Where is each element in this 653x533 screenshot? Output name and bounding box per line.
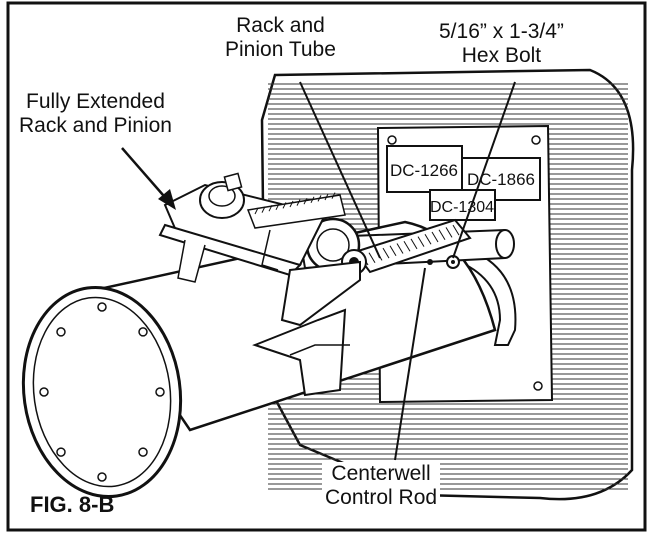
plate-label-dc1304: DC-1304 bbox=[429, 189, 496, 221]
callout-fully-extended-line1: Fully Extended bbox=[26, 90, 165, 113]
plate-label-dc1266: DC-1266 bbox=[386, 145, 463, 193]
svg-text:DC-1304: DC-1304 bbox=[430, 199, 494, 216]
callout-centerwell-line2: Control Rod bbox=[325, 486, 438, 509]
leader-lines bbox=[299, 81, 516, 461]
callout-rack-tube: Rack and Pinion Tube bbox=[222, 14, 339, 62]
svg-text:DC-1866: DC-1866 bbox=[467, 170, 535, 189]
figure-caption: FIG. 8-B bbox=[30, 492, 115, 517]
cylinder-end-cap bbox=[21, 285, 183, 499]
arrow-fully-extended bbox=[121, 147, 176, 210]
svg-text:DC-1266: DC-1266 bbox=[390, 161, 458, 180]
callout-hex-bolt-line2: Hex Bolt bbox=[461, 44, 542, 67]
callout-hex-bolt: 5/16” x 1-3/4” Hex Bolt bbox=[436, 20, 567, 68]
callout-centerwell: Centerwell Control Rod bbox=[322, 462, 441, 510]
plate-label-dc1866: DC-1866 bbox=[461, 157, 541, 201]
callout-rack-tube-line2: Pinion Tube bbox=[225, 38, 336, 61]
leader-rack-tube bbox=[299, 81, 381, 259]
leader-hex-bolt bbox=[452, 81, 516, 259]
callout-rack-tube-line1: Rack and bbox=[236, 14, 325, 37]
callout-hex-bolt-line1: 5/16” x 1-3/4” bbox=[439, 20, 564, 43]
saddle-bracket bbox=[252, 308, 347, 397]
wall-bracket bbox=[458, 248, 517, 346]
leader-centerwell bbox=[394, 267, 426, 461]
callout-fully-extended: Fully Extended Rack and Pinion bbox=[16, 90, 175, 138]
crank-knob bbox=[199, 172, 245, 219]
end-cap-bolts bbox=[39, 302, 165, 482]
callout-fully-extended-line2: Rack and Pinion bbox=[19, 114, 172, 137]
callout-centerwell-line1: Centerwell bbox=[331, 462, 431, 485]
